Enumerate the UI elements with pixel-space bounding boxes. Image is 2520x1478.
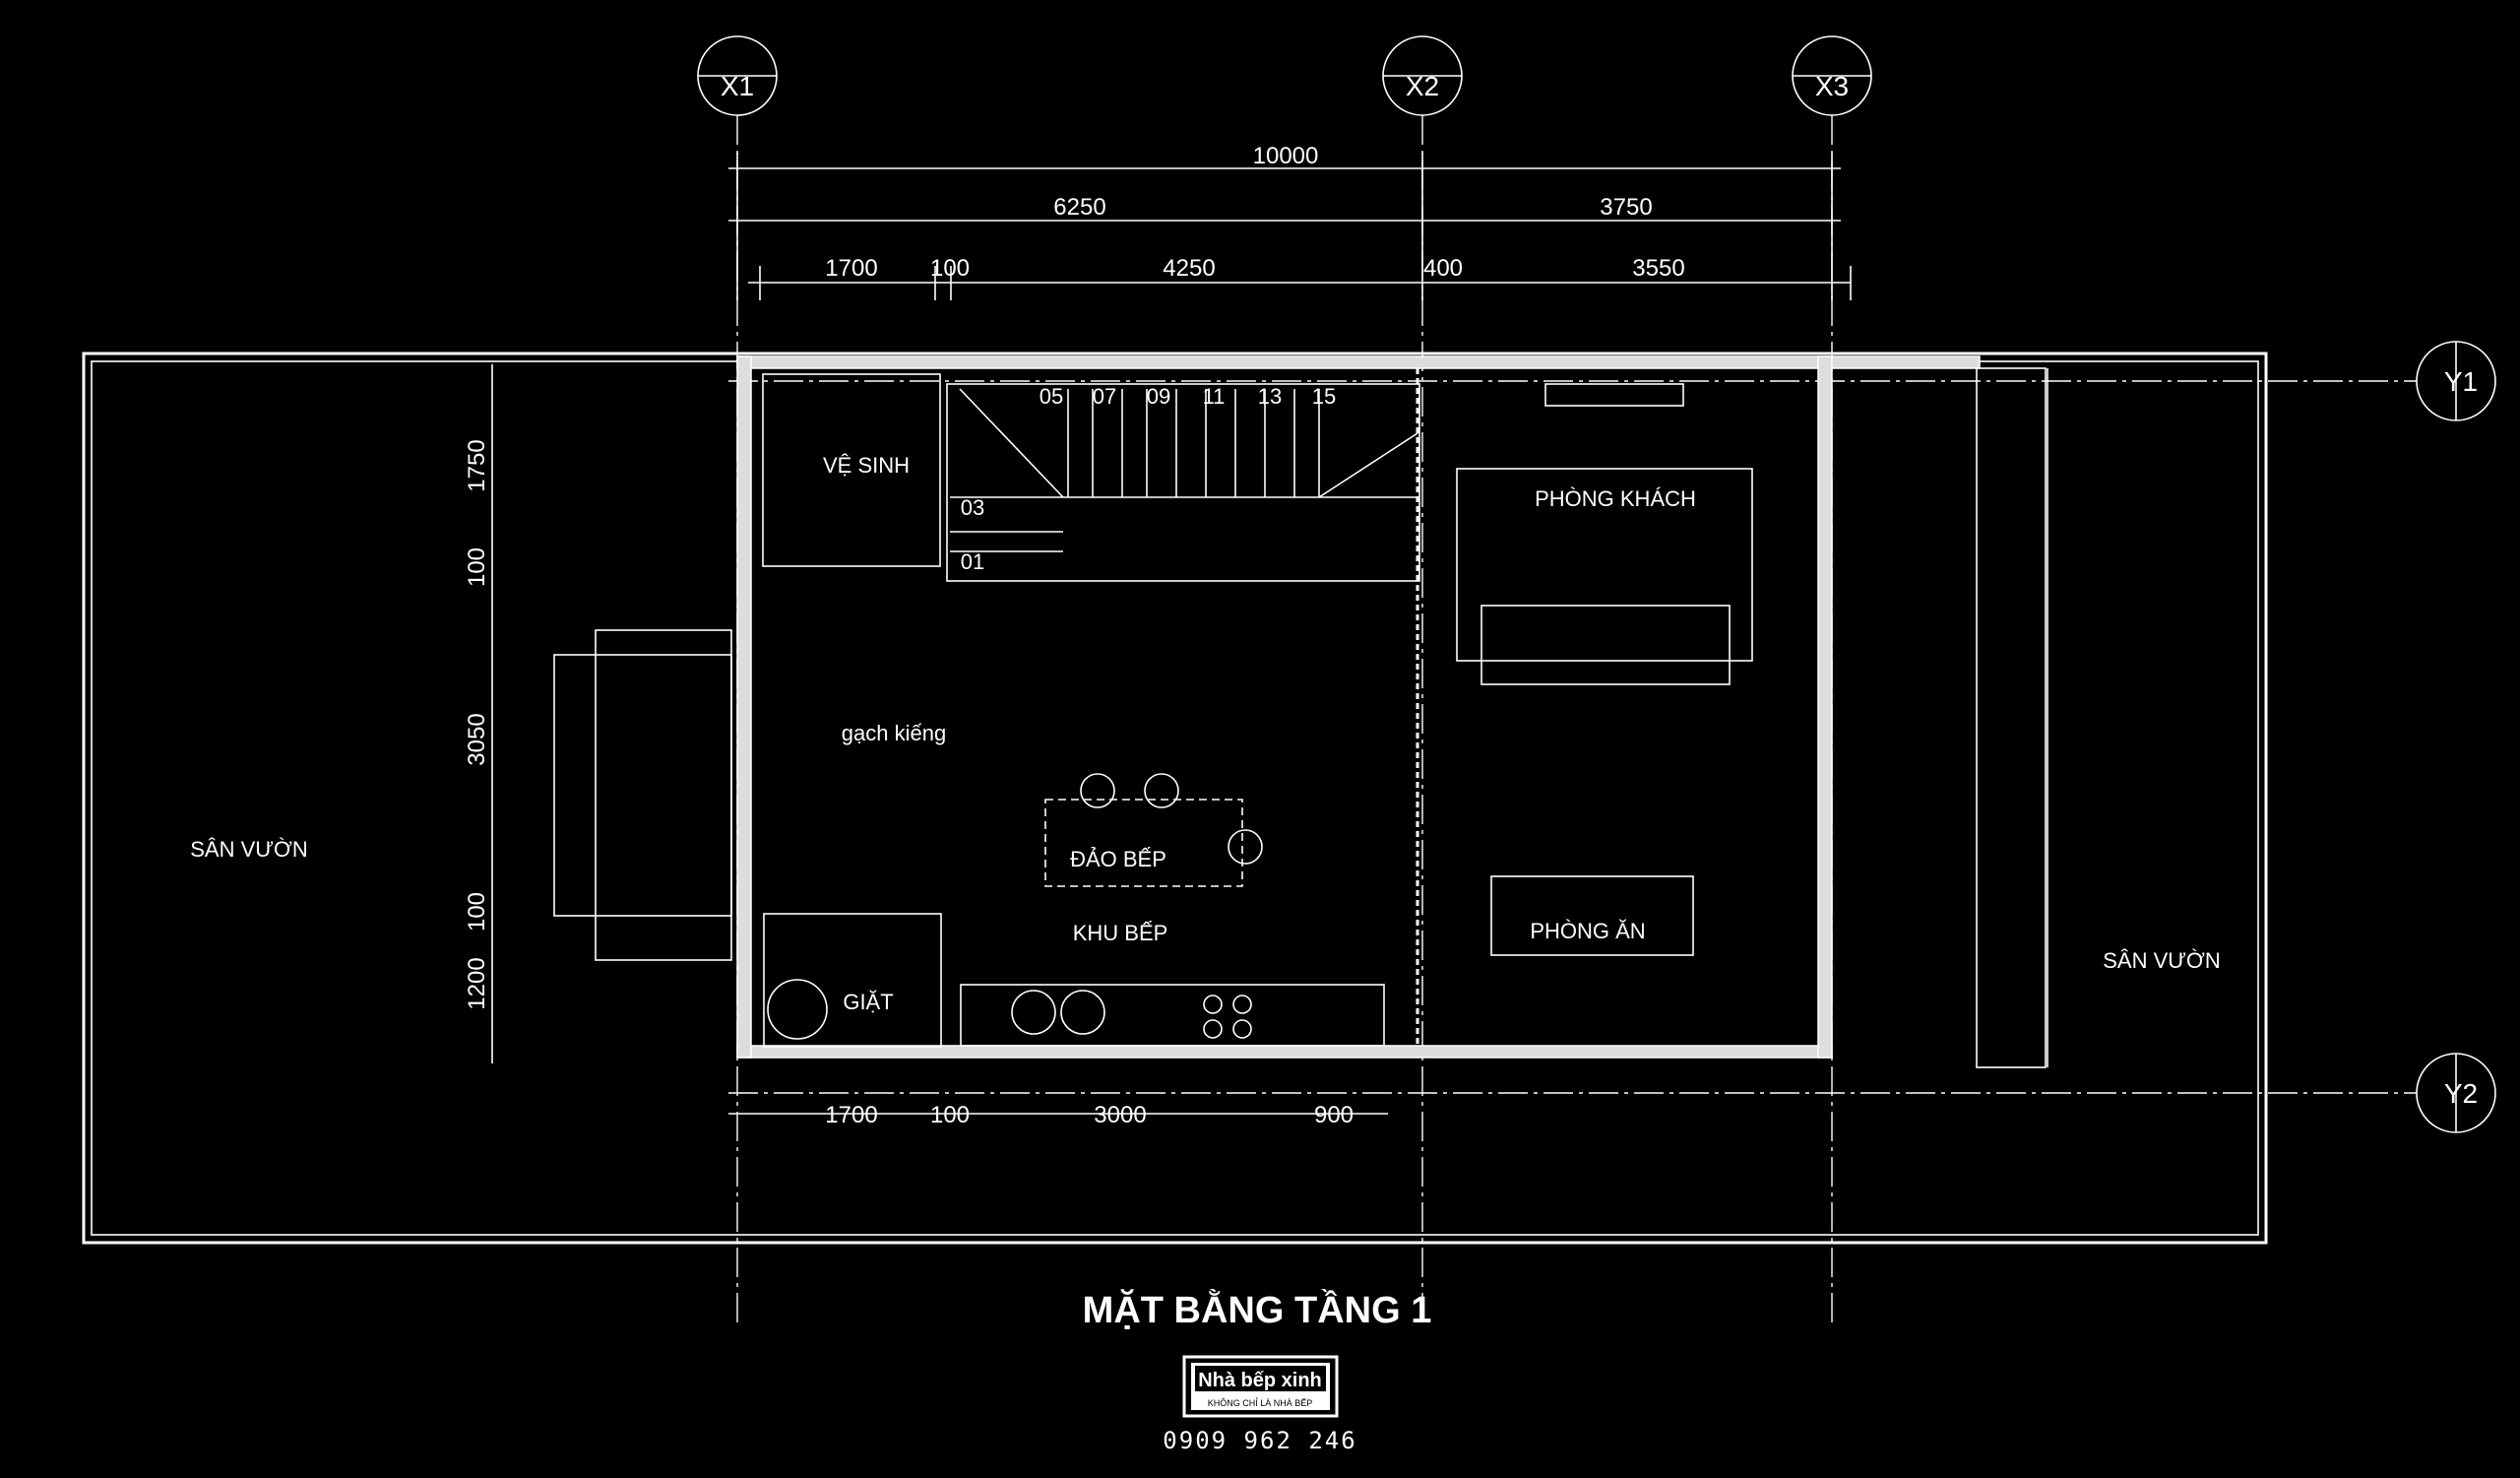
dim-overall: 10000 — [1253, 143, 1319, 169]
room-label-wc: VỆ SINH — [823, 453, 910, 478]
dim-3750: 3750 — [1600, 194, 1652, 221]
stair-step-label: 05 — [1040, 384, 1063, 409]
dim-6250: 6250 — [1053, 194, 1105, 221]
label-glass-block: gạch kiếng — [842, 721, 946, 745]
staircase — [950, 388, 1418, 552]
dim-left: 3050 — [464, 713, 490, 765]
svg-text:X3: X3 — [1815, 71, 1849, 101]
dim-left: 1750 — [464, 439, 490, 491]
room-label-kitchen: KHU BẾP — [1073, 921, 1168, 945]
logo-brand: Nhà bếp xinh — [1198, 1370, 1322, 1391]
stair-step-label: 03 — [961, 495, 984, 520]
grid-bubble-x1: X1 — [697, 35, 778, 116]
svg-text:X2: X2 — [1406, 71, 1439, 101]
grid-bubble-y2: Y2 — [2416, 1053, 2496, 1133]
dim-top: 400 — [1423, 255, 1463, 282]
dim-bottom: 3000 — [1094, 1102, 1146, 1128]
brand-logo: Nhà bếp xinh KHÔNG CHỈ LÀ NHÀ BẾP 0909 9… — [1163, 1355, 1356, 1454]
room-label-garden-left: SÂN VƯỜN — [190, 837, 308, 862]
stair-step-label: 13 — [1258, 384, 1282, 409]
dimension-lines-top — [728, 153, 1852, 1115]
site-boundary — [82, 352, 2268, 1245]
grid-bubble-x2: X2 — [1382, 35, 1463, 116]
stair-step-label: 01 — [961, 549, 984, 574]
svg-text:X1: X1 — [721, 71, 754, 101]
room-label-dining: PHÒNG ĂN — [1530, 919, 1645, 943]
dim-top: 4250 — [1163, 255, 1215, 282]
logo-phone: 0909 962 246 — [1163, 1427, 1356, 1454]
svg-text:Y2: Y2 — [2444, 1078, 2478, 1109]
building-walls — [553, 355, 2048, 1068]
dim-top: 1700 — [825, 255, 877, 282]
room-label-garden-right: SÂN VƯỜN — [2103, 948, 2221, 973]
grid-bubble-y1: Y1 — [2416, 341, 2496, 421]
grid-lines — [728, 115, 2417, 1324]
label-kitchen-island: ĐẢO BẾP — [1070, 847, 1166, 871]
stair-step-label: 07 — [1093, 384, 1116, 409]
dim-left: 100 — [464, 547, 490, 587]
drawing-title: MẶT BẰNG TẦNG 1 — [1083, 1288, 1432, 1331]
dim-left: 1200 — [464, 957, 490, 1009]
dim-top: 100 — [930, 255, 970, 282]
grid-bubble-x3: X3 — [1792, 35, 1872, 116]
dim-top: 3550 — [1632, 255, 1684, 282]
stair-step-label: 09 — [1147, 384, 1170, 409]
logo-tagline: KHÔNG CHỈ LÀ NHÀ BẾP — [1208, 1397, 1313, 1408]
stair-step-label: 11 — [1203, 384, 1226, 409]
dim-bottom: 100 — [930, 1102, 970, 1128]
stair-step-label: 15 — [1312, 384, 1336, 409]
dim-bottom: 900 — [1314, 1102, 1354, 1128]
dim-left: 100 — [464, 892, 490, 932]
dim-bottom: 1700 — [825, 1102, 877, 1128]
furniture — [767, 383, 1684, 1040]
room-label-living: PHÒNG KHÁCH — [1535, 486, 1696, 511]
room-label-laundry: GIẶT — [843, 990, 893, 1014]
svg-text:Y1: Y1 — [2444, 366, 2478, 397]
